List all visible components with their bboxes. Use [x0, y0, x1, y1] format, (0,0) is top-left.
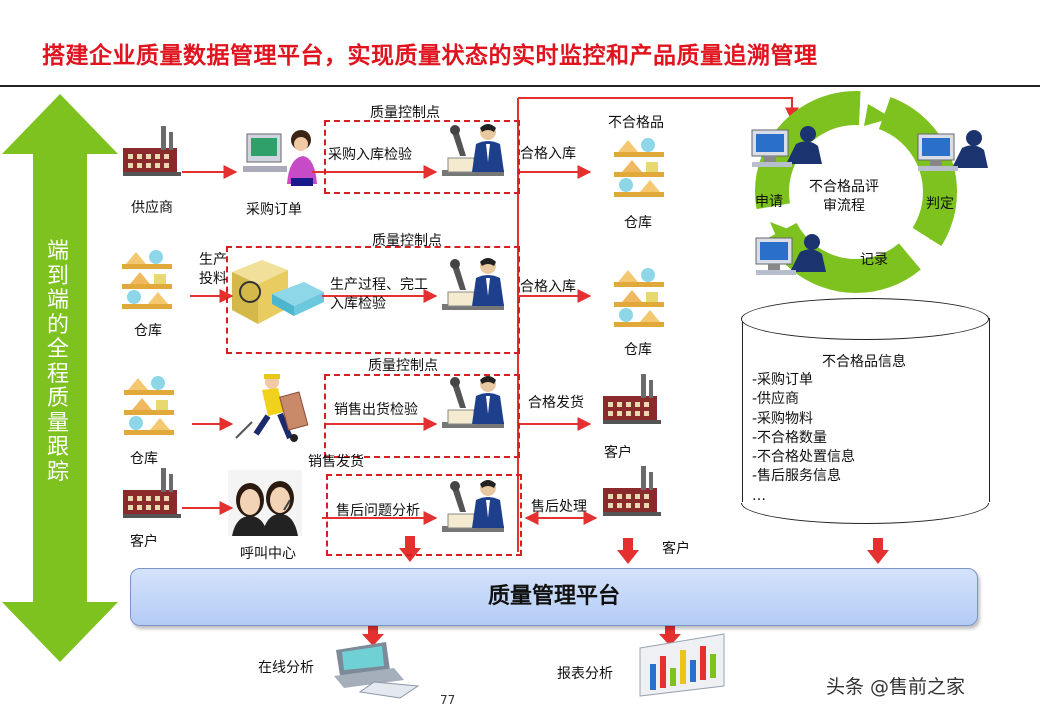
purchase-inspection-label: 采购入库检验 — [328, 147, 412, 163]
review-process-label: 不合格品评审流程 — [809, 179, 879, 214]
warehouse-source-label-3: 仓库 — [130, 451, 158, 467]
quality-platform-label: 质量管理平台 — [487, 584, 620, 609]
page-title: 搭建企业质量数据管理平台，实现质量状态的实时监控和产品质量追溯管理 — [42, 43, 818, 69]
production-feed-label: 生产投料 — [199, 252, 227, 287]
qualified-stock-in-label-2: 合格入库 — [520, 279, 576, 295]
info-item: -不合格处置信息 — [752, 449, 856, 466]
online-analysis-label: 在线分析 — [258, 660, 314, 676]
aftersales-analysis-label: 售后问题分析 — [336, 503, 420, 519]
control-box-aftersales — [326, 474, 522, 556]
warehouse-source-label-2: 仓库 — [134, 323, 162, 339]
info-list: -采购订单 -供应商 -采购物料 -不合格数量 -不合格处置信息 -售后服务信息… — [752, 371, 855, 506]
qualified-stock-in-label-1: 合格入库 — [520, 146, 576, 162]
watermark: 头条 @售前之家 — [826, 676, 966, 698]
info-item: -采购物料 — [752, 410, 814, 427]
control-point-label-2: 质量控制点 — [372, 233, 442, 249]
warehouse-label-1: 仓库 — [624, 215, 652, 231]
sales-inspection-label: 销售出货检验 — [334, 402, 418, 418]
control-box-production — [226, 246, 520, 354]
call-center-label: 呼叫中心 — [240, 546, 296, 562]
info-item: -不合格数量 — [752, 429, 828, 446]
sales-shipping-label: 销售发货 — [308, 454, 364, 470]
report-analysis-label: 报表分析 — [557, 666, 613, 682]
info-item: -售后服务信息 — [752, 468, 842, 485]
end-to-end-label: 端到端的全程质量跟踪 — [46, 239, 69, 485]
purchase-order-label: 采购订单 — [246, 202, 302, 218]
info-title: 不合格品信息 — [822, 354, 906, 370]
info-item: … — [752, 487, 766, 504]
control-box-purchase — [324, 120, 520, 194]
customer-label-2: 客户 — [662, 541, 690, 557]
quality-platform-bar: 质量管理平台 — [130, 568, 978, 626]
page-number: 77 — [440, 693, 456, 707]
supplier-label: 供应商 — [131, 200, 173, 216]
aftersales-handling-label: 售后处理 — [531, 499, 587, 515]
info-item: -采购订单 — [752, 372, 814, 388]
production-inspection-label: 生产过程、完工入库检验 — [330, 277, 428, 312]
judge-label: 判定 — [926, 196, 954, 212]
nonconforming-label: 不合格品 — [608, 115, 664, 131]
record-label: 记录 — [860, 252, 888, 268]
info-item: -供应商 — [752, 391, 800, 408]
apply-label: 申请 — [755, 194, 783, 210]
customer-label-1: 客户 — [604, 445, 632, 461]
customer-source-label: 客户 — [130, 534, 158, 550]
warehouse-label-2: 仓库 — [624, 342, 652, 358]
qualified-shipping-label: 合格发货 — [528, 395, 584, 411]
info-database — [742, 318, 990, 502]
control-box-sales — [324, 374, 520, 458]
title-divider — [0, 85, 1040, 87]
control-point-label-3: 质量控制点 — [368, 358, 438, 374]
control-point-label-1: 质量控制点 — [370, 105, 440, 121]
info-database-top — [741, 298, 989, 340]
